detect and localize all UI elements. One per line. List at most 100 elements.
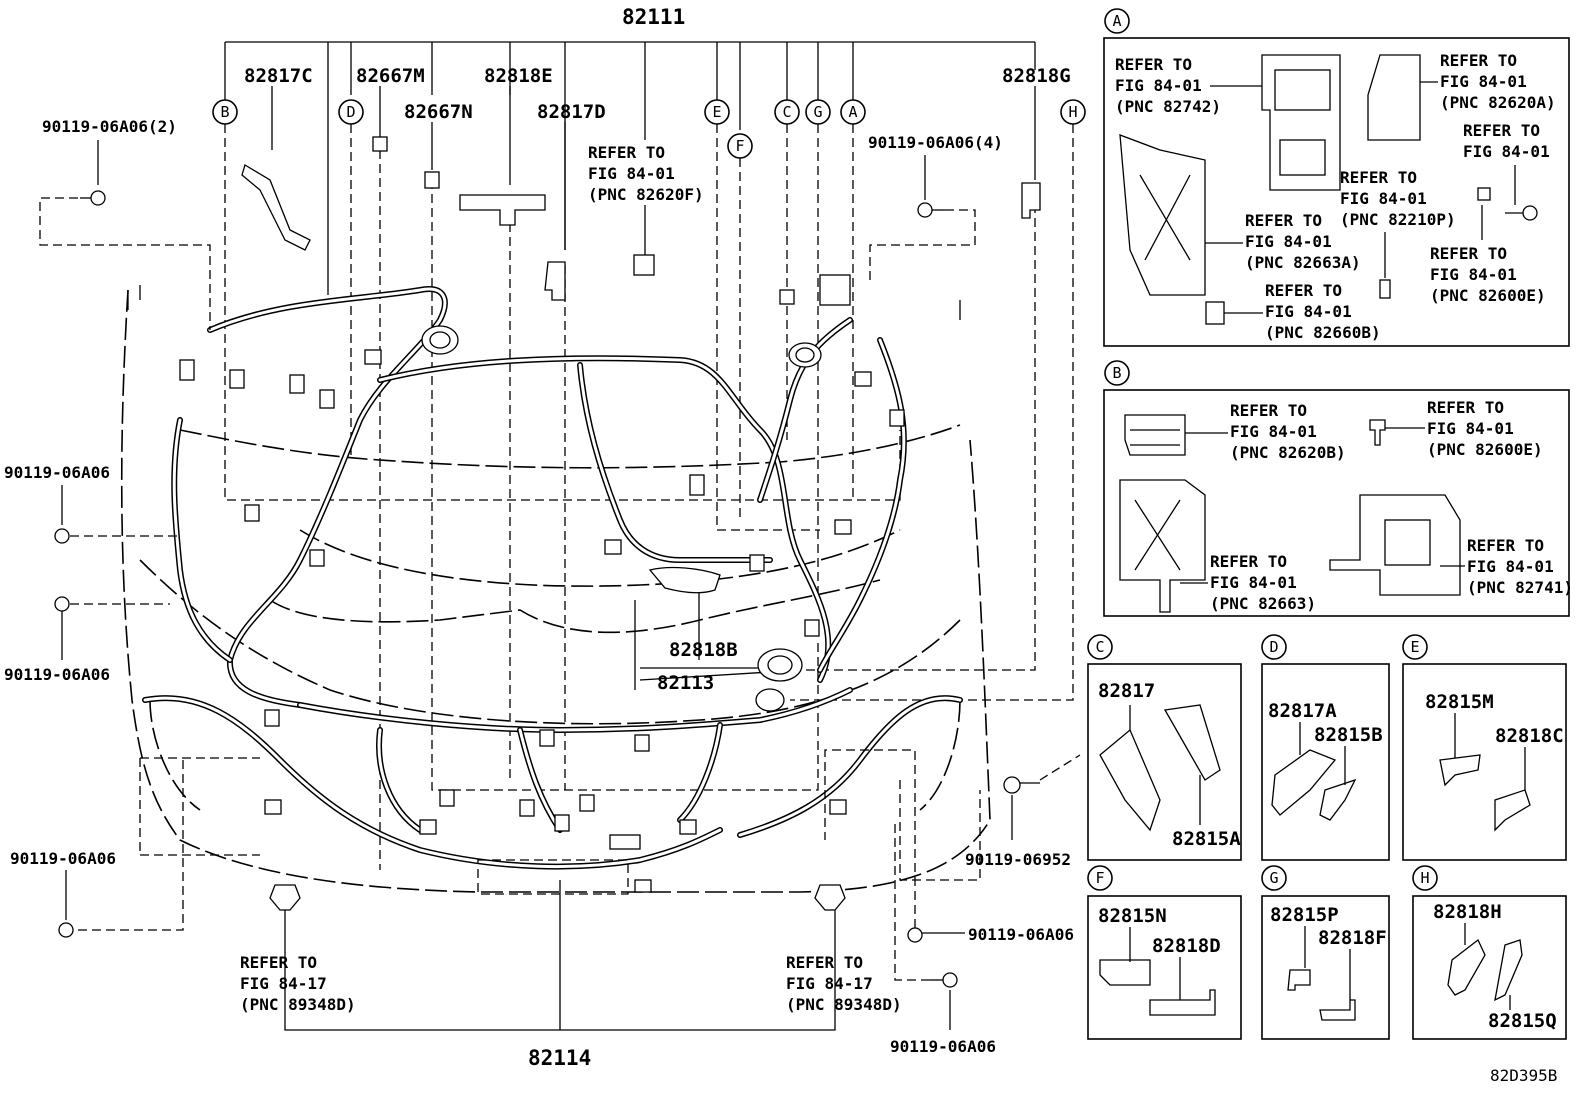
- svg-text:(PNC 82660B): (PNC 82660B): [1265, 323, 1381, 342]
- panel-B-ref-3: REFER TO FIG 84-01 (PNC 82663): [1180, 552, 1316, 613]
- svg-text:FIG 84-01: FIG 84-01: [1340, 189, 1427, 208]
- ref-left-line1: REFER TO: [240, 953, 317, 972]
- bolt-3: 90119-06A06: [4, 463, 180, 544]
- detail-panel-F: F 82815N 82818D: [1087, 865, 1242, 1040]
- vehicle-pillar-lines: [127, 285, 961, 320]
- callout-D: D: [338, 99, 364, 125]
- panel-A-ref-7: REFER TO FIG 84-01 (PNC 82660B): [1224, 281, 1381, 342]
- detail-panel-G: G 82815P 82818F: [1261, 865, 1390, 1040]
- wiring-harness: [142, 286, 963, 870]
- svg-text:REFER TO: REFER TO: [1430, 244, 1507, 263]
- ref-center-part: [633, 254, 655, 276]
- ref-center: REFER TO FIG 84-01 (PNC 82620F): [588, 143, 704, 255]
- part-82111-label: 82111: [622, 5, 685, 29]
- detail-panel-D: D 82817A 82815B: [1261, 634, 1390, 861]
- panel-C-part-b: 82815A: [1172, 828, 1241, 850]
- panel-B-box-case: [1119, 479, 1206, 613]
- clip-left: [269, 884, 301, 911]
- ref-right-line2: FIG 84-17: [786, 974, 873, 993]
- part-82818E-shape: [459, 194, 546, 226]
- detail-panel-H: H 82818H 82815Q: [1412, 865, 1567, 1040]
- panel-F-part-b: 82818D: [1152, 935, 1221, 957]
- panel-H-part-b: 82815Q: [1488, 1010, 1557, 1032]
- svg-text:REFER TO: REFER TO: [1340, 168, 1417, 187]
- panel-A-bolt: [1522, 205, 1538, 221]
- bolt-5: 90119-06A06: [10, 755, 260, 938]
- svg-text:FIG 84-01: FIG 84-01: [1245, 232, 1332, 251]
- panel-A-ref-3: REFER TO FIG 84-01: [1463, 121, 1550, 205]
- panel-A-ref-5: REFER TO FIG 84-01 (PNC 82663A): [1205, 211, 1361, 272]
- callout-B-letter: B: [220, 103, 229, 121]
- panel-F-part-a: 82815N: [1098, 905, 1167, 927]
- svg-text:F: F: [1095, 869, 1104, 887]
- svg-text:FIG 84-01: FIG 84-01: [1430, 265, 1517, 284]
- bolt-8-label: 90119-06A06: [890, 1037, 996, 1056]
- vehicle-inner-line: [299, 529, 901, 587]
- svg-text:(PNC 82620A): (PNC 82620A): [1440, 93, 1556, 112]
- top-components: [241, 136, 1041, 594]
- part-82114-label: 82114: [528, 1046, 591, 1070]
- panel-B-fuse: [1369, 419, 1386, 446]
- part-82818G-label: 82818G: [1002, 65, 1071, 87]
- panel-A-ref-1: REFER TO FIG 84-01 (PNC 82742): [1115, 55, 1262, 116]
- callout-G-letter: G: [813, 103, 822, 121]
- svg-text:REFER TO: REFER TO: [1115, 55, 1192, 74]
- panel-A-box-case: [1119, 134, 1206, 296]
- part-82817D-label: 82817D: [537, 101, 606, 123]
- svg-text:REFER TO: REFER TO: [1427, 398, 1504, 417]
- part-82818B-label: 82818B: [669, 639, 738, 661]
- svg-text:(PNC 82663A): (PNC 82663A): [1245, 253, 1361, 272]
- panel-B-ref-4: REFER TO FIG 84-01 (PNC 82741): [1440, 536, 1573, 597]
- ref-left-line3: (PNC 89348D): [240, 995, 356, 1014]
- part-82817D-shape: [544, 261, 566, 301]
- svg-text:C: C: [1095, 638, 1104, 656]
- bolt-7-icon: [907, 927, 923, 943]
- panel-A-clip: [1477, 187, 1491, 201]
- panel-B-ref-1: REFER TO FIG 84-01 (PNC 82620B): [1185, 401, 1346, 462]
- callout-D-letter: D: [346, 103, 355, 121]
- ref-right-line1: REFER TO: [786, 953, 863, 972]
- svg-text:(PNC 82600E): (PNC 82600E): [1427, 440, 1543, 459]
- vehicle-cowl-line: [179, 424, 961, 469]
- ref-right-line3: (PNC 89348D): [786, 995, 902, 1014]
- svg-text:REFER TO: REFER TO: [1265, 281, 1342, 300]
- callout-F: F: [727, 133, 753, 159]
- part-82667N-label: 82667N: [404, 101, 473, 123]
- svg-text:(PNC 82663): (PNC 82663): [1210, 594, 1316, 613]
- vehicle-body-outline: [120, 289, 991, 893]
- bolt-2: 90119-06A06(4): [868, 133, 1003, 280]
- svg-text:E: E: [1410, 638, 1419, 656]
- panel-H-part-a: 82818H: [1433, 901, 1502, 923]
- component-leaders: [379, 150, 819, 870]
- bolt-6-label: 90119-06952: [965, 850, 1071, 869]
- ref-left: REFER TO FIG 84-17 (PNC 89348D): [240, 953, 356, 1014]
- svg-text:REFER TO: REFER TO: [1245, 211, 1322, 230]
- vehicle-lamp-lines: [149, 699, 961, 811]
- svg-text:FIG 84-01: FIG 84-01: [1463, 142, 1550, 161]
- svg-text:(PNC 82210P): (PNC 82210P): [1340, 210, 1456, 229]
- callout-E: E: [704, 99, 730, 125]
- panel-A-letter: A: [1112, 12, 1121, 30]
- bumper-clips: [269, 859, 846, 1031]
- callout-G: G: [805, 99, 831, 125]
- panel-A-relay-block: [1367, 54, 1421, 141]
- part-82114-bracket: [284, 880, 836, 1031]
- label-leaders: [271, 86, 1036, 690]
- svg-text:FIG 84-01: FIG 84-01: [1210, 573, 1297, 592]
- panel-C-part-a: 82817: [1098, 680, 1155, 702]
- callout-F-letter: F: [735, 137, 744, 155]
- bolt-5-label: 90119-06A06: [10, 849, 116, 868]
- panel-B-ref-2: REFER TO FIG 84-01 (PNC 82600E): [1385, 398, 1543, 459]
- detail-panel-A: A REFER TO FIG 84-01 (PNC 82742) REFER T…: [1103, 8, 1570, 347]
- svg-text:(PNC 82741): (PNC 82741): [1467, 578, 1573, 597]
- panel-D-part-b: 82815B: [1314, 724, 1383, 746]
- panel-G-part-a: 82815P: [1270, 904, 1339, 926]
- ref-left-line2: FIG 84-17: [240, 974, 327, 993]
- svg-text:D: D: [1269, 638, 1278, 656]
- callout-H-letter: H: [1068, 103, 1077, 121]
- svg-text:G: G: [1269, 869, 1278, 887]
- part-82667M-label: 82667M: [356, 65, 425, 87]
- bolt-1-label: 90119-06A06(2): [42, 117, 177, 136]
- panel-E-part-a: 82815M: [1425, 691, 1494, 713]
